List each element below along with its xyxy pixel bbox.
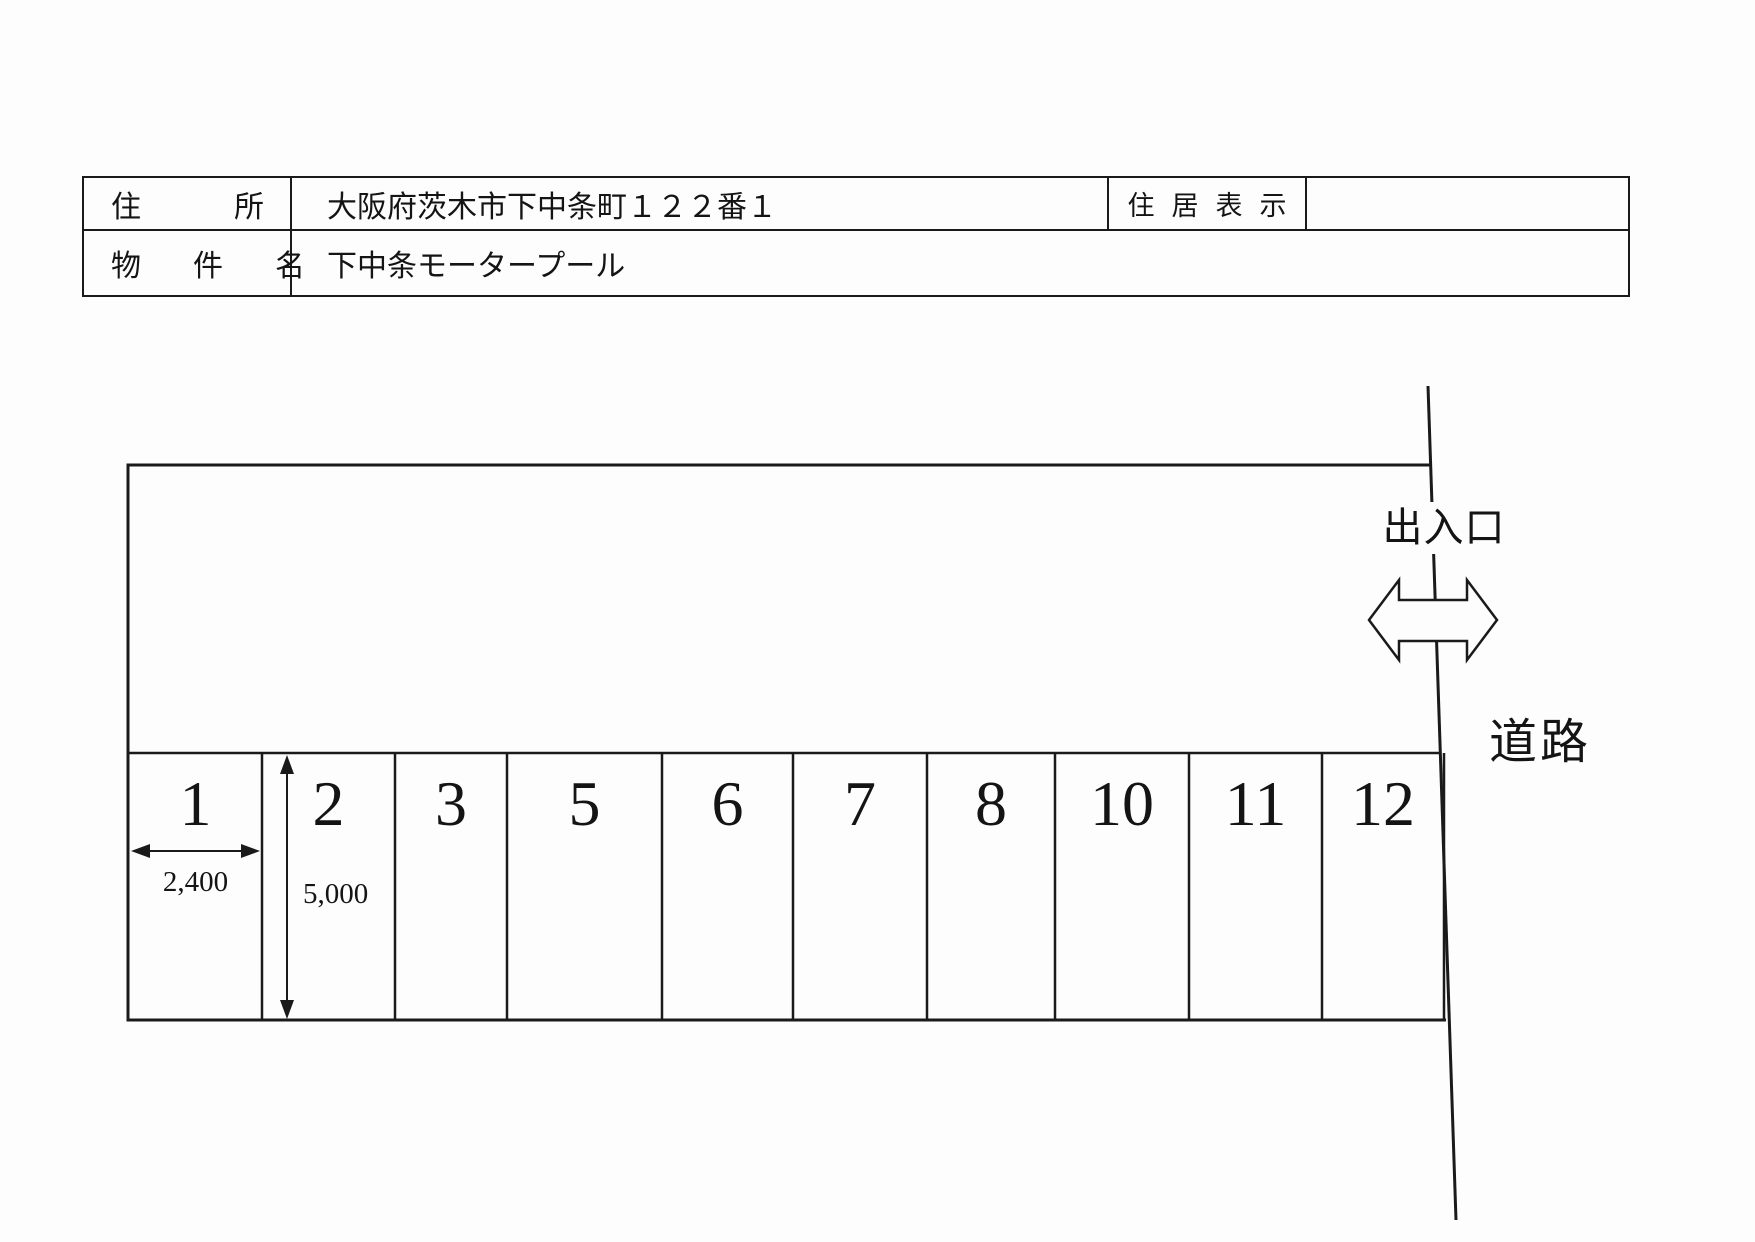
stall-dividers	[260, 753, 1446, 1020]
stall-number-10: 10	[1090, 768, 1154, 839]
entrance-label: 出入口	[1379, 502, 1509, 554]
depth-dimension-arrow	[280, 755, 294, 1019]
address-value-cell: 大阪府茨木市下中条町１２２番１	[292, 178, 1109, 231]
road-label: 道路	[1489, 716, 1592, 769]
stall-number-12: 12	[1351, 768, 1415, 839]
entrance-arrow-icon	[1367, 576, 1499, 664]
width-dimension-label: 2,400	[162, 866, 229, 898]
property-name-value-cell: 下中条モータープール	[292, 231, 1628, 295]
address-value: 大阪府茨木市下中条町１２２番１	[327, 190, 777, 224]
stall-number-6: 6	[711, 768, 744, 839]
stall-number-11: 11	[1224, 768, 1287, 839]
stall-number-1: 1	[179, 768, 212, 839]
property-name-label: 物 件 名	[111, 250, 316, 283]
property-info-table: 住 所 大阪府茨木市下中条町１２２番１ 住居表示 物 件 名 下中条モータープー…	[82, 176, 1630, 297]
depth-dimension-label: 5,000	[303, 878, 369, 910]
residence-indication-value-cell	[1307, 178, 1628, 231]
property-name-value: 下中条モータープール	[327, 250, 626, 283]
stall-number-3: 3	[435, 768, 467, 839]
address-label: 住 所	[111, 190, 275, 224]
stall-number-8: 8	[975, 768, 1007, 839]
residence-indication-label: 住居表示	[1127, 191, 1304, 221]
address-label-cell: 住 所	[84, 178, 292, 231]
property-name-label-cell: 物 件 名	[84, 231, 305, 295]
residence-indication-label-cell: 住居表示	[1109, 178, 1307, 231]
stall-number-5: 5	[568, 768, 601, 839]
lot-boundary	[126, 463, 1446, 1022]
stall-number-7: 7	[844, 768, 876, 839]
stall-number-2: 2	[312, 768, 345, 839]
width-dimension-arrow	[131, 844, 260, 858]
